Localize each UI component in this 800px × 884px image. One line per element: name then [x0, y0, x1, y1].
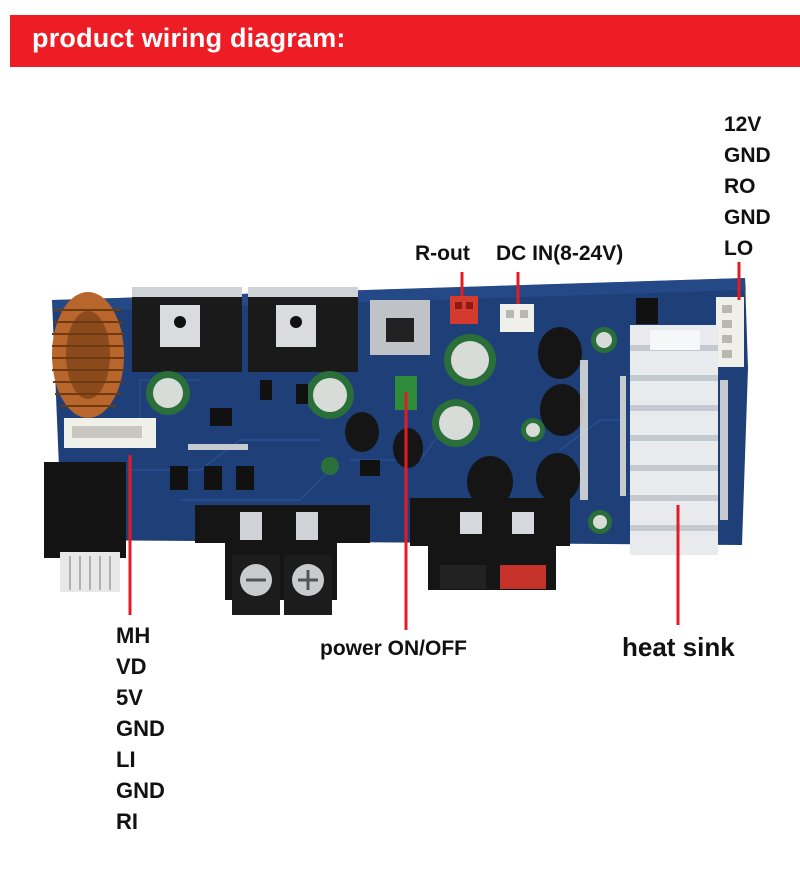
heat-sink-label: heat sink — [622, 632, 735, 662]
pin-label: RO — [724, 175, 756, 198]
pin-label: 12V — [724, 113, 762, 136]
pin-label: GND — [724, 144, 771, 167]
pin-label: LO — [724, 237, 754, 260]
pin-label: RI — [116, 809, 138, 834]
page-title: product wiring diagram: — [32, 23, 346, 53]
inductors — [345, 327, 584, 508]
r-out-label: R-out — [415, 242, 470, 265]
toroid-inductor — [52, 292, 124, 418]
dc-in-connector — [500, 304, 534, 332]
power-switch-label: power ON/OFF — [320, 637, 467, 660]
r-out-connector — [450, 296, 478, 324]
dc-in-label: DC IN(8-24V) — [496, 242, 624, 265]
electrolytic-capacitors — [146, 327, 617, 534]
right-connector-pin-labels: 12V GND RO GND LO — [724, 109, 771, 264]
left-connector-pin-labels: MH VD 5V GND LI GND RI — [116, 620, 165, 837]
leader-lines — [128, 262, 741, 630]
heat-sink — [630, 325, 718, 555]
pin-label: GND — [116, 716, 165, 741]
pin-label: VD — [116, 654, 147, 679]
speaker-terminal — [410, 498, 570, 590]
pin-label: GND — [116, 778, 165, 803]
pin-label: GND — [724, 206, 771, 229]
smd-chips — [170, 298, 658, 490]
screw-terminal — [195, 505, 370, 615]
regulator-brackets — [132, 287, 430, 372]
pin-label: 5V — [116, 685, 143, 710]
rca-jack — [44, 462, 126, 592]
pin-label: MH — [116, 623, 151, 648]
title-banner: product wiring diagram: — [10, 15, 800, 67]
pin-label: LI — [116, 747, 136, 772]
